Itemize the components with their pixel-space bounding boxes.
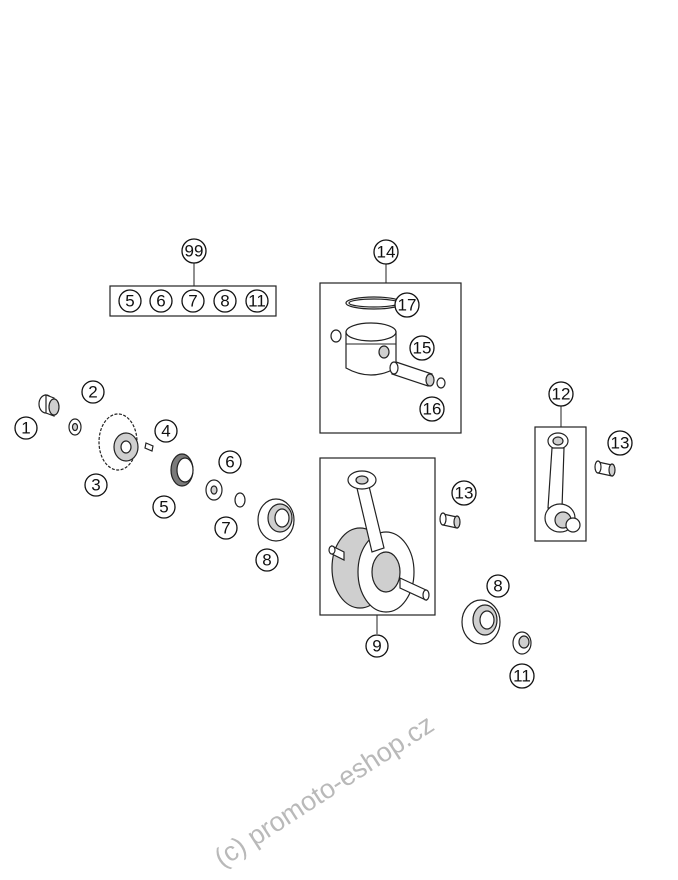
needle-bearing-part — [594, 460, 616, 477]
callout-label: 99 — [185, 242, 204, 261]
bearing-part — [257, 498, 295, 542]
callout-8[interactable]: 8 — [486, 574, 510, 598]
kit-item[interactable]: 11 — [245, 289, 269, 313]
callout-label: 8 — [493, 577, 502, 596]
kit-item[interactable]: 6 — [149, 289, 173, 313]
washer-part — [68, 418, 82, 436]
callout-99[interactable]: 99 — [181, 238, 207, 264]
bearing-part — [461, 599, 501, 645]
key-part — [144, 442, 154, 452]
callout-label: 7 — [221, 519, 230, 538]
kit-item[interactable]: 8 — [213, 289, 237, 313]
callout-16[interactable]: 16 — [419, 396, 445, 422]
conrod-group — [534, 406, 587, 542]
piston-ring-inner — [348, 298, 400, 308]
crankshaft-part — [328, 470, 430, 613]
kit-item-label: 11 — [248, 292, 266, 311]
piston-group — [319, 264, 462, 434]
gear-part — [98, 413, 139, 471]
callout-17[interactable]: 17 — [394, 292, 420, 318]
callout-label: 9 — [372, 637, 381, 656]
callout-13[interactable]: 13 — [607, 430, 633, 456]
callout-label: 13 — [455, 484, 474, 503]
callout-label: 6 — [225, 453, 234, 472]
callout-label: 8 — [262, 551, 271, 570]
kit-item-label: 7 — [188, 292, 197, 311]
kit-99-items: 5 6 7 8 11 — [118, 289, 269, 313]
circlip-part — [436, 377, 446, 389]
callout-11[interactable]: 11 — [509, 663, 535, 689]
kit-item-label: 6 — [156, 292, 165, 311]
kit-item[interactable]: 7 — [181, 289, 205, 313]
kit-99-group: 5 6 7 8 11 — [109, 262, 277, 317]
kit-item-label: 5 — [125, 292, 134, 311]
kit-item-label: 8 — [220, 292, 229, 311]
circlip-part — [330, 329, 342, 343]
conrod-part — [544, 432, 581, 533]
kit-item[interactable]: 5 — [118, 289, 142, 313]
callout-label: 16 — [423, 400, 442, 419]
needle-bearing-part — [439, 512, 461, 529]
callout-14[interactable]: 14 — [373, 239, 399, 265]
crankshaft-group — [319, 457, 436, 634]
callout-label: 12 — [552, 385, 571, 404]
callout-8[interactable]: 8 — [255, 548, 279, 572]
callout-label: 2 — [88, 383, 97, 402]
washer-part — [205, 479, 223, 501]
callout-15[interactable]: 15 — [409, 335, 435, 361]
callout-label: 13 — [611, 434, 630, 453]
piston-part — [345, 322, 397, 376]
callout-label: 14 — [377, 243, 396, 262]
callout-1[interactable]: 1 — [14, 416, 38, 440]
callout-label: 4 — [161, 422, 170, 441]
callout-label: 11 — [513, 667, 531, 686]
callout-9[interactable]: 9 — [365, 634, 389, 658]
callout-13[interactable]: 13 — [451, 480, 477, 506]
callout-4[interactable]: 4 — [154, 419, 178, 443]
callout-label: 3 — [91, 476, 100, 495]
callout-label: 1 — [21, 419, 30, 438]
callout-6[interactable]: 6 — [218, 450, 242, 474]
callout-3[interactable]: 3 — [84, 473, 108, 497]
callout-12[interactable]: 12 — [548, 381, 574, 407]
shim-part — [234, 492, 246, 508]
watermark-text: (c) promoto-eshop.cz — [209, 709, 439, 873]
callout-label: 15 — [413, 339, 432, 358]
bearing-part — [512, 631, 532, 655]
seal-part — [170, 453, 194, 487]
callout-2[interactable]: 2 — [81, 380, 105, 404]
callout-label: 17 — [398, 296, 417, 315]
callout-7[interactable]: 7 — [214, 516, 238, 540]
callout-label: 5 — [159, 498, 168, 517]
callout-5[interactable]: 5 — [152, 495, 176, 519]
nut-part — [38, 394, 60, 417]
piston-pin-part — [389, 361, 435, 387]
